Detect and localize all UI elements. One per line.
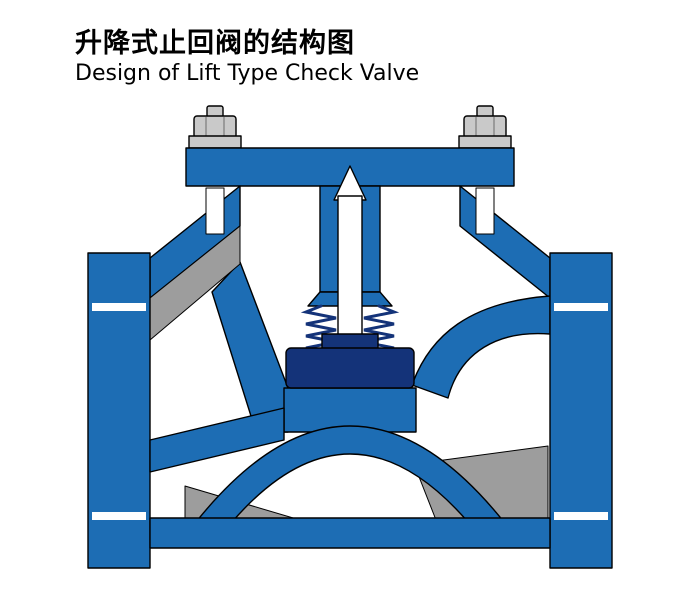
- page-title-zh: 升降式止回阀的结构图: [75, 28, 355, 59]
- body-wall-inlet-lower: [149, 407, 285, 473]
- valve-stem: [337, 195, 363, 347]
- stud-hole-left: [205, 187, 225, 235]
- title-block: 升降式止回阀的结构图 Design of Lift Type Check Val…: [75, 28, 419, 87]
- flange-bolt-hole: [92, 512, 146, 520]
- bolt-nut: [193, 115, 237, 139]
- spring-right: [363, 304, 400, 354]
- bonnet-bolt-right: [458, 105, 512, 149]
- page-title-en: Design of Lift Type Check Valve: [75, 61, 420, 87]
- outlet-flange-right: [549, 252, 613, 569]
- body-wall-outlet-upper: [411, 295, 551, 399]
- flange-bolt-hole: [92, 303, 146, 311]
- flange-bolt-hole: [554, 303, 608, 311]
- valve-disc: [285, 347, 415, 389]
- flange-bolt-hole: [554, 512, 608, 520]
- body-wall-upper-right: [459, 185, 551, 299]
- bonnet-bolt-left: [188, 105, 242, 149]
- bolt-washer: [458, 135, 512, 149]
- inlet-flange-left: [87, 252, 151, 569]
- spring-left: [300, 304, 337, 354]
- body-bottom-wall: [149, 517, 551, 549]
- stem-assembly: [285, 165, 415, 389]
- bolt-nut: [463, 115, 507, 139]
- body-wall-inner-left: [211, 261, 289, 433]
- bolt-washer: [188, 135, 242, 149]
- stud-hole-right: [475, 187, 495, 235]
